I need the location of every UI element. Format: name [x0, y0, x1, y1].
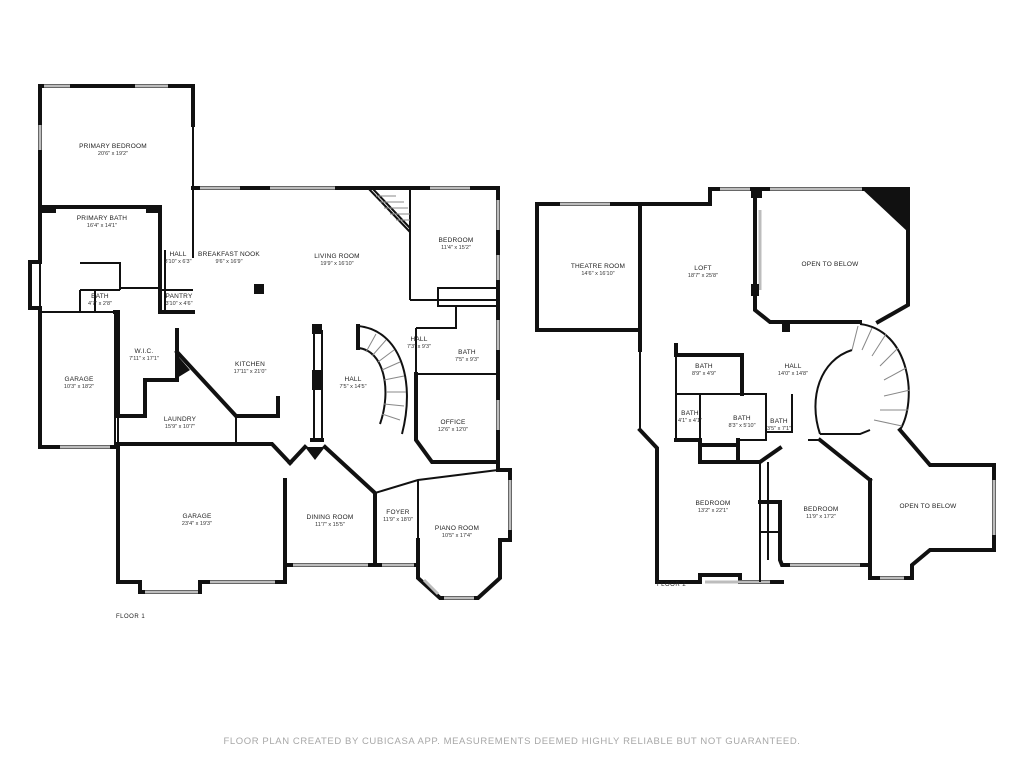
living-room-dimensions: 19'9" x 16'10" [320, 261, 353, 267]
breakfast-nook-label: BREAKFAST NOOK [198, 251, 260, 258]
bath-2-dimensions: 7'5" x 9'3" [455, 357, 479, 363]
bath-2-label: BATH [458, 349, 476, 356]
hall-4-dimensions: 14'0" x 14'8" [778, 371, 808, 377]
floor-1-walls [28, 84, 512, 600]
breakfast-nook-dimensions: 9'6" x 16'9" [215, 259, 242, 265]
garage-2-dimensions: 23'4" x 19'3" [182, 521, 212, 527]
kitchen-label: KITCHEN [235, 361, 265, 368]
primary-bath-dimensions: 16'4" x 14'1" [87, 223, 117, 229]
bath-6-label: BATH [770, 418, 788, 425]
bath-5-dimensions: 8'3" x 5'10" [728, 423, 755, 429]
pantry-label: PANTRY [166, 293, 193, 300]
hall-4-label: HALL [784, 363, 801, 370]
wic-dimensions: 7'11" x 17'1" [129, 356, 159, 362]
bedroom-3-label: BEDROOM [804, 506, 839, 513]
garage-1-label: GARAGE [64, 376, 93, 383]
primary-bath-label: PRIMARY BATH [77, 215, 128, 222]
pantry-dimensions: 3'10" x 4'6" [165, 301, 192, 307]
hall-1-dimensions: 3'10" x 6'3" [164, 259, 191, 265]
bedroom-1-dimensions: 11'4" x 15'2" [441, 245, 471, 251]
open-to-below-2-label: OPEN TO BELOW [900, 503, 958, 510]
garage-2-label: GARAGE [182, 513, 211, 520]
bath-1-dimensions: 4'7" x 2'8" [88, 301, 112, 307]
theatre-room-label: THEATRE ROOM [571, 263, 625, 270]
hall-1-label: HALL [169, 251, 186, 258]
bath-4-dimensions: 4'1" x 4'1" [678, 418, 702, 424]
office-dimensions: 12'6" x 12'0" [438, 427, 468, 433]
primary-bedroom-dimensions: 20'6" x 19'2" [98, 151, 128, 157]
wic-label: W.I.C. [135, 348, 154, 355]
laundry-dimensions: 15'9" x 10'7" [165, 424, 195, 430]
piano-room-dimensions: 10'5" x 17'4" [442, 533, 472, 539]
bedroom-2-dimensions: 13'2" x 22'1" [698, 508, 728, 514]
hall-3-label: HALL [344, 376, 361, 383]
bath-5-label: BATH [733, 415, 751, 422]
disclaimer-footer: FLOOR PLAN CREATED BY CUBICASA APP. MEAS… [223, 736, 801, 747]
dining-room-label: DINING ROOM [307, 514, 354, 521]
hall-3-dimensions: 7'5" x 14'5" [339, 384, 366, 390]
bath-3-dimensions: 8'9" x 4'9" [692, 371, 716, 377]
bath-1-label: BATH [91, 293, 109, 300]
kitchen-dimensions: 17'11" x 21'0" [234, 369, 267, 375]
office-label: OFFICE [440, 419, 465, 426]
bath-6-dimensions: 3'5" x 7'1" [767, 426, 791, 432]
bath-3-label: BATH [695, 363, 713, 370]
open-to-below-1-label: OPEN TO BELOW [802, 261, 860, 268]
bedroom-1-label: BEDROOM [439, 237, 474, 244]
floor-2-label: FLOOR 2 [657, 582, 686, 588]
theatre-room-dimensions: 14'6" x 16'10" [581, 271, 614, 277]
bedroom-2-label: BEDROOM [696, 500, 731, 507]
hall-2-label: HALL [410, 336, 427, 343]
floor-1-label: FLOOR 1 [116, 614, 145, 620]
dining-room-dimensions: 11'7" x 15'5" [315, 522, 345, 528]
floor-2-walls [535, 187, 996, 584]
loft-dimensions: 18'7" x 25'8" [688, 273, 718, 279]
loft-label: LOFT [694, 265, 711, 272]
foyer-dimensions: 11'9" x 18'0" [383, 517, 413, 523]
garage-1-dimensions: 10'3" x 18'2" [64, 384, 94, 390]
foyer-label: FOYER [386, 509, 409, 516]
primary-bedroom-label: PRIMARY BEDROOM [79, 143, 147, 150]
piano-room-label: PIANO ROOM [435, 525, 479, 532]
bedroom-3-dimensions: 11'9" x 17'2" [806, 514, 836, 520]
laundry-label: LAUNDRY [164, 416, 197, 423]
hall-2-dimensions: 7'3" x 9'3" [407, 344, 431, 350]
bath-4-label: BATH [681, 410, 699, 417]
living-room-label: LIVING ROOM [314, 253, 360, 260]
